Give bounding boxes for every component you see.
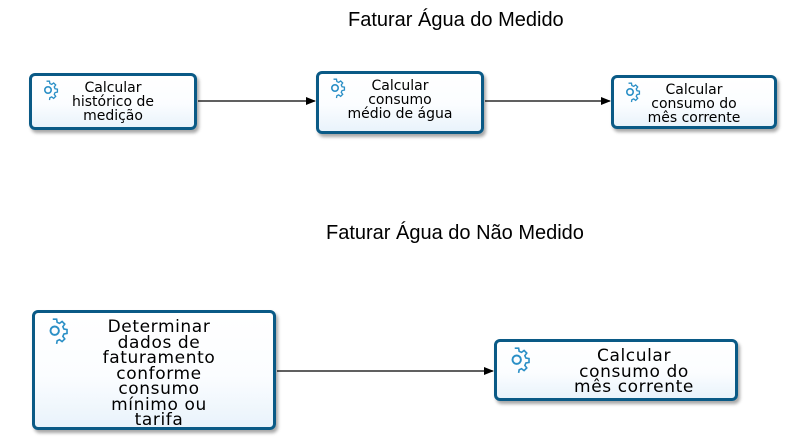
task-label: Calcular consumo médio de água (347, 78, 453, 122)
service-task-gear-icon (618, 80, 644, 110)
service-task-gear-icon (323, 76, 349, 106)
task-label: Calcular histórico de medição (72, 80, 154, 124)
gear-icon (511, 347, 530, 373)
task-label: Calcular consumo do mês corrente (647, 82, 741, 126)
service-task-gear-icon (501, 344, 535, 382)
task-calcular-consumo-medio-de-agua[interactable]: Calcular consumo médio de água (316, 71, 484, 134)
gear-icon (49, 318, 68, 344)
diagram-title-nao-medido: Faturar Água do Não Medido (326, 222, 584, 244)
task-label: Calcular consumo do mês corrente (574, 346, 694, 397)
task-label: Determinar dados de faturamento conforme… (102, 317, 216, 430)
diagram-title-medido: Faturar Água do Medido (348, 9, 564, 31)
service-task-gear-icon (39, 315, 73, 353)
task-determinar-dados-de-faturamento[interactable]: Determinar dados de faturamento conforme… (32, 310, 276, 430)
gear-icon (626, 82, 641, 103)
gear-icon (44, 80, 59, 101)
task-calcular-consumo-do-mes-corrente-nao-medido[interactable]: Calcular consumo do mês corrente (494, 339, 738, 401)
gear-icon (331, 78, 346, 99)
service-task-gear-icon (36, 78, 62, 108)
task-calcular-consumo-do-mes-corrente[interactable]: Calcular consumo do mês corrente (611, 75, 777, 129)
task-calcular-historico-de-medicao[interactable]: Calcular histórico de medição (29, 73, 197, 130)
